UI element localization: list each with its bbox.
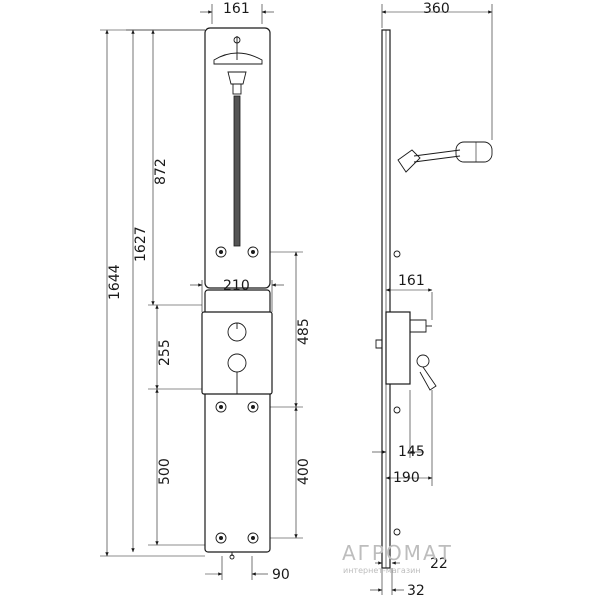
dim-210: 210 bbox=[223, 278, 250, 294]
side-thermostat-box bbox=[385, 311, 411, 385]
side-shower-head bbox=[397, 141, 493, 173]
watermark-brand: АГРОМАТ bbox=[342, 541, 453, 565]
dim-1644: 1644 bbox=[107, 264, 123, 300]
dim-872: 872 bbox=[153, 158, 169, 185]
dim-190: 190 bbox=[393, 470, 420, 486]
front-view bbox=[201, 27, 273, 560]
dim-22: 22 bbox=[430, 556, 448, 572]
dim-161-top: 161 bbox=[223, 1, 250, 17]
side-dimensions: 360 161 145 190 22 32 bbox=[370, 1, 493, 599]
agromat-watermark: АГРОМАТ интернет-магазин bbox=[342, 541, 453, 575]
slide-rail bbox=[233, 95, 241, 247]
upper-body-jets bbox=[215, 246, 259, 258]
dim-360: 360 bbox=[423, 1, 450, 17]
dim-161-side: 161 bbox=[398, 273, 425, 289]
dim-32: 32 bbox=[407, 583, 425, 599]
shower-head-bracket bbox=[213, 52, 263, 65]
dim-485: 485 bbox=[296, 318, 312, 345]
front-dimensions: 161 1644 1627 872 210 255 485 500 bbox=[100, 1, 312, 583]
dim-1627: 1627 bbox=[133, 226, 149, 262]
dim-400: 400 bbox=[296, 458, 312, 485]
dim-255: 255 bbox=[157, 339, 173, 366]
side-view bbox=[375, 29, 493, 569]
dim-145: 145 bbox=[398, 444, 425, 460]
lower-body-jets bbox=[215, 532, 259, 544]
middle-body-jets bbox=[215, 401, 259, 413]
dim-90: 90 bbox=[272, 567, 290, 583]
dim-500: 500 bbox=[157, 458, 173, 485]
hand-shower-holder bbox=[227, 71, 247, 95]
watermark-tagline: интернет-магазин bbox=[343, 566, 421, 575]
